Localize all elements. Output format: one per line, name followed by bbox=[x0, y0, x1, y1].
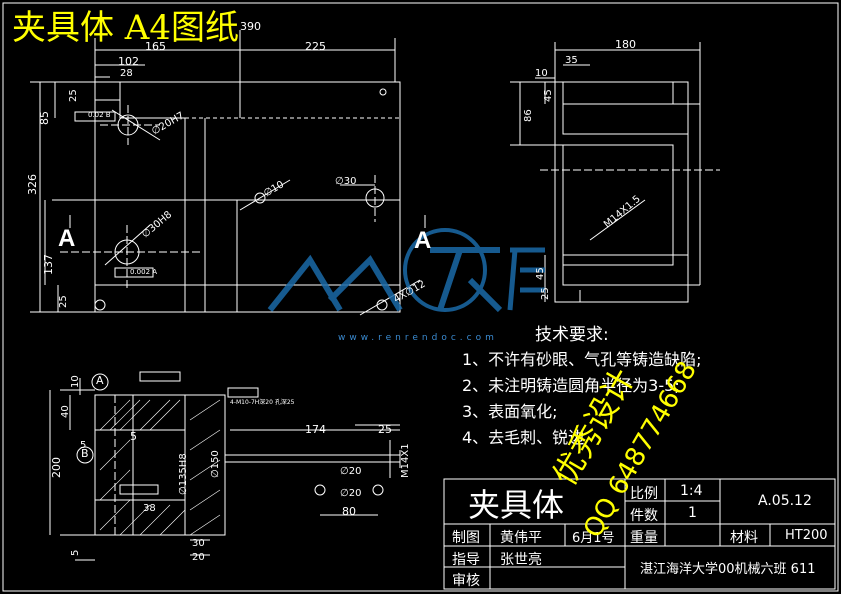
dim-sec-200: 200 bbox=[50, 457, 63, 478]
watermark-url: www.renrendoc.com bbox=[338, 333, 498, 343]
dim-side-25: 25 bbox=[540, 287, 551, 300]
dim-sec-150: ∅150 bbox=[210, 450, 221, 478]
tb-school: 湛江海洋大学00机械六班 611 bbox=[640, 562, 816, 577]
datum-a-label: A bbox=[96, 374, 104, 387]
dim-sec-174: 174 bbox=[305, 423, 326, 436]
tb-scale-value: 1:4 bbox=[680, 483, 703, 499]
dim-side-45b: 45 bbox=[535, 267, 546, 280]
tb-drawn-label: 制图 bbox=[452, 530, 480, 546]
thread-note: 4-M10-7H深20 孔深25 bbox=[230, 399, 295, 406]
tb-review-label: 审核 bbox=[452, 573, 480, 589]
dim-side-10: 10 bbox=[535, 68, 548, 79]
tb-weight-label: 重量 bbox=[630, 530, 658, 546]
dim-sec-20b: ∅20 bbox=[340, 488, 362, 499]
dim-sec-5c: 5 bbox=[70, 549, 81, 556]
tb-qty-label: 件数 bbox=[630, 508, 658, 524]
tech-req-1: 1、不许有砂眼、气孔等铸造缺陷; bbox=[462, 350, 702, 369]
dim-side-45a: 45 bbox=[543, 89, 554, 102]
dim-left-width: 165 bbox=[145, 40, 166, 53]
section-marker-left: A bbox=[58, 225, 76, 252]
tb-material-label: 材料 bbox=[730, 530, 758, 546]
dim-side-86: 86 bbox=[523, 109, 534, 122]
tb-check-label: 指导 bbox=[452, 552, 480, 568]
tolerance-frame-2: 0.002 A bbox=[130, 268, 158, 276]
dim-side-35: 35 bbox=[565, 55, 578, 66]
dim-sec-30: 30 bbox=[192, 538, 205, 549]
dim-overall-width: 390 bbox=[240, 20, 261, 33]
section-view bbox=[49, 371, 401, 561]
section-hatch bbox=[99, 399, 221, 536]
dim-85: 85 bbox=[38, 111, 51, 125]
dim-sec-thread: M14X1 bbox=[400, 443, 411, 478]
dim-137: 137 bbox=[42, 254, 55, 275]
dim-height: 326 bbox=[26, 174, 39, 195]
watermark-logo bbox=[267, 228, 545, 313]
front-view bbox=[30, 30, 426, 316]
dim-sec-bore: ∅135H8 bbox=[178, 453, 189, 495]
tech-req-4: 4、去毛刺、锐边 bbox=[462, 428, 585, 447]
tb-part-name: 夹具体 bbox=[468, 486, 565, 524]
dim-25a: 25 bbox=[68, 89, 79, 102]
tb-drawn-by: 黄伟平 bbox=[500, 530, 542, 546]
dim-102: 102 bbox=[118, 55, 139, 68]
dim-hole-30: ∅30 bbox=[335, 176, 357, 187]
dim-28: 28 bbox=[120, 68, 133, 79]
dim-sec-5: 5 bbox=[80, 440, 87, 451]
section-marker-right: A bbox=[414, 227, 432, 254]
dim-25b: 25 bbox=[58, 295, 69, 308]
dim-sec-40: 40 bbox=[60, 405, 71, 418]
dim-right-width: 225 bbox=[305, 40, 326, 53]
drawing-title: 夹具体 A4图纸 bbox=[12, 8, 239, 48]
dim-sec-80: 80 bbox=[342, 505, 356, 518]
tb-material-value: HT200 bbox=[785, 528, 828, 543]
dim-sec-25: 25 bbox=[378, 423, 392, 436]
tolerance-frame-1: 0.02 B bbox=[88, 111, 111, 119]
tb-drawing-no: A.05.12 bbox=[758, 493, 812, 509]
side-view bbox=[510, 42, 720, 303]
tb-scale-label: 比例 bbox=[630, 486, 658, 502]
dim-sec-20: 20 bbox=[192, 552, 205, 563]
dim-side-width: 180 bbox=[615, 38, 636, 51]
tb-qty-value: 1 bbox=[688, 505, 697, 521]
dim-sec-20a: ∅20 bbox=[340, 466, 362, 477]
tb-date: 6月1号 bbox=[572, 531, 615, 546]
datum-b-label: B bbox=[81, 447, 89, 460]
dim-sec-38: 38 bbox=[143, 503, 156, 514]
dim-sec-5b: 5 bbox=[130, 430, 137, 443]
tb-checker: 张世亮 bbox=[500, 552, 542, 568]
title-block-lines bbox=[443, 478, 836, 590]
dim-sec-10: 10 bbox=[70, 375, 81, 388]
tech-req-heading: 技术要求: bbox=[535, 325, 609, 345]
tech-req-3: 3、表面氧化; bbox=[462, 402, 558, 421]
tech-req-2: 2、未注明铸造圆角半径为3-5; bbox=[462, 376, 680, 395]
